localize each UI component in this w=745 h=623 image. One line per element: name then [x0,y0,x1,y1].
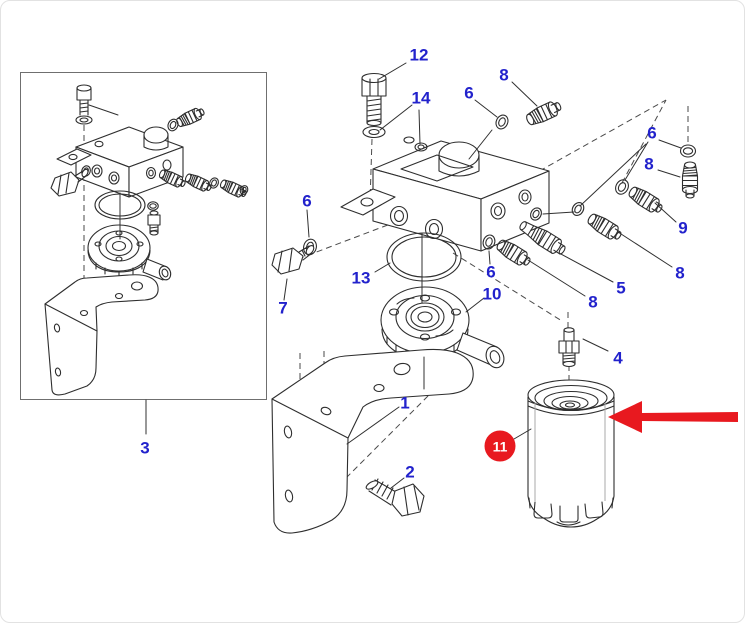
part-label-7: 7 [278,298,288,318]
leader-lines [146,63,681,488]
fitting-8 [681,161,699,199]
part-label-13: 13 [351,268,371,288]
part-label-9: 9 [678,218,688,238]
part-label-1: 1 [400,393,410,413]
fitting-8 [523,98,564,129]
part-label-3: 3 [140,438,150,458]
main-assembly [272,74,699,534]
part-label-6: 6 [486,262,496,282]
fitting-8 [493,236,534,270]
inset-fitting [218,177,249,200]
inset-fitting [183,171,214,194]
axis-lines [419,110,492,389]
fitting-9 [625,183,666,217]
inset-plug [51,168,89,196]
bolt-12 [362,74,386,126]
part-label-10: 10 [482,284,502,304]
gasket-13 [387,233,461,281]
inset-filter-head [57,127,183,197]
highlighted-part-badge-11: 11 [484,430,516,462]
fitting-8 [584,210,625,244]
part-label-6: 6 [302,191,312,211]
inset-mounting-bracket [45,275,158,395]
o-ring-6 [493,112,511,132]
inset-assembly-box [21,73,267,400]
inset-adapter-flange [88,225,173,281]
part-label-8: 8 [499,65,509,85]
part-label-6: 6 [647,123,657,143]
filter-head-block [341,137,549,251]
inset-o-ring [147,201,159,211]
plug-7 [272,244,315,274]
inset-nipple [148,211,160,235]
highlight-arrow [608,401,738,433]
mounting-bracket-1 [272,349,473,533]
washer-14 [363,127,385,138]
part-label-8: 8 [588,292,598,312]
fuel-filter-cartridge-11 [528,380,614,527]
part-label-4: 4 [613,348,623,368]
part-label-8: 8 [644,154,654,174]
o-ring-6 [679,144,697,158]
nipple-fitting-4 [559,328,579,367]
part-label-14: 14 [411,88,431,108]
o-ring-6 [612,176,632,198]
inset-bolt [76,85,92,124]
part-label-12: 12 [409,45,429,65]
part-label-8: 8 [675,263,685,283]
inset-fitting [174,105,207,130]
adapter-flange-10 [381,287,507,370]
part-label-6: 6 [464,83,474,103]
bolt-2 [365,479,424,516]
inset-o-ring [165,117,181,133]
part-label-2: 2 [405,462,415,482]
part-label-5: 5 [616,278,626,298]
